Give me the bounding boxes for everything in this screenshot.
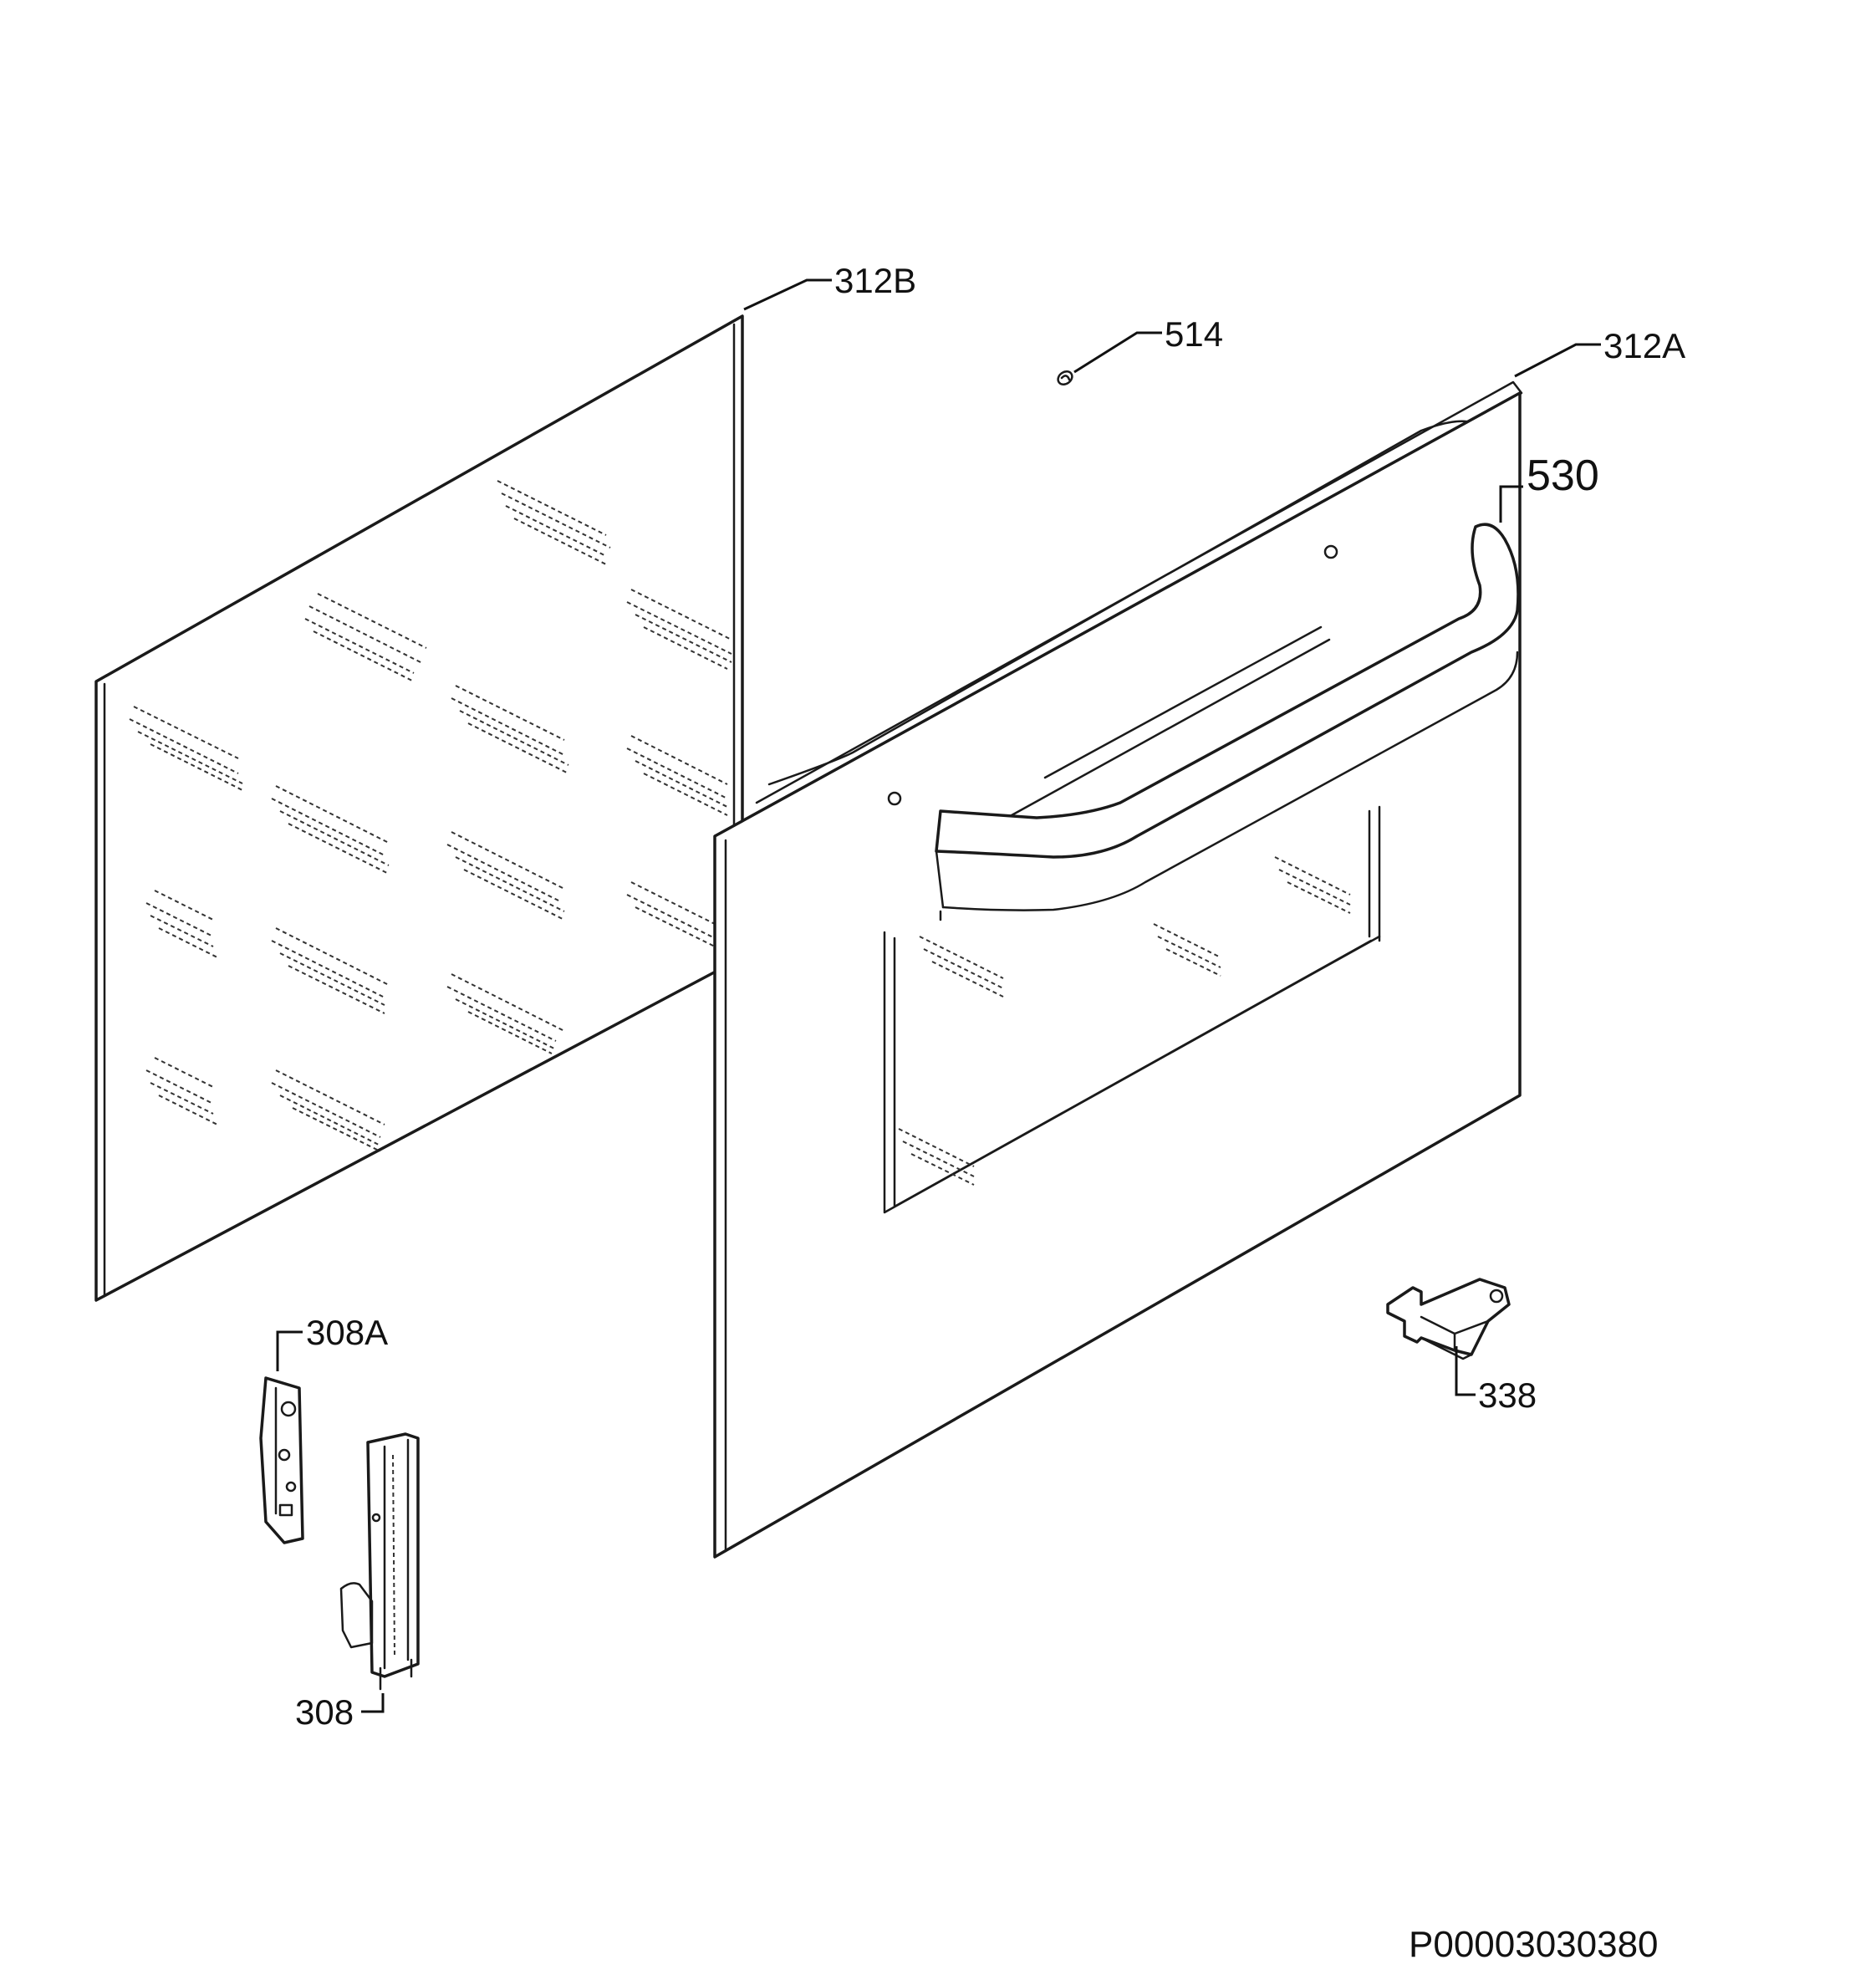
- leader-lines: [276, 278, 1601, 1713]
- leader-530: [1499, 485, 1523, 523]
- label-338: 338: [1478, 1375, 1537, 1415]
- screw-514[interactable]: [1056, 369, 1075, 387]
- glass-print-pattern: [129, 480, 732, 1152]
- label-530: 530: [1527, 452, 1599, 500]
- inner-glass-panel-312B[interactable]: [94, 314, 744, 1302]
- label-312A: 312A: [1603, 326, 1685, 365]
- label-308A: 308A: [306, 1313, 388, 1352]
- hinge-308[interactable]: [339, 1432, 420, 1691]
- label-312B: 312B: [834, 261, 916, 300]
- label-514: 514: [1165, 314, 1223, 354]
- outer-door-panel-312A[interactable]: [713, 380, 1523, 1559]
- door-handle-530[interactable]: [935, 523, 1520, 921]
- leader-308A: [276, 1330, 303, 1371]
- label-308: 308: [295, 1692, 354, 1732]
- door-window: [883, 805, 1381, 1214]
- leader-312B: [743, 278, 832, 311]
- leader-312A: [1514, 343, 1601, 378]
- document-id: P00003030380: [1409, 1924, 1659, 1965]
- leader-514: [1073, 331, 1162, 374]
- hinge-plate-308A[interactable]: [259, 1376, 304, 1544]
- leader-308: [361, 1693, 385, 1713]
- hinge-block-338[interactable]: [1386, 1278, 1511, 1360]
- leader-338: [1455, 1346, 1476, 1396]
